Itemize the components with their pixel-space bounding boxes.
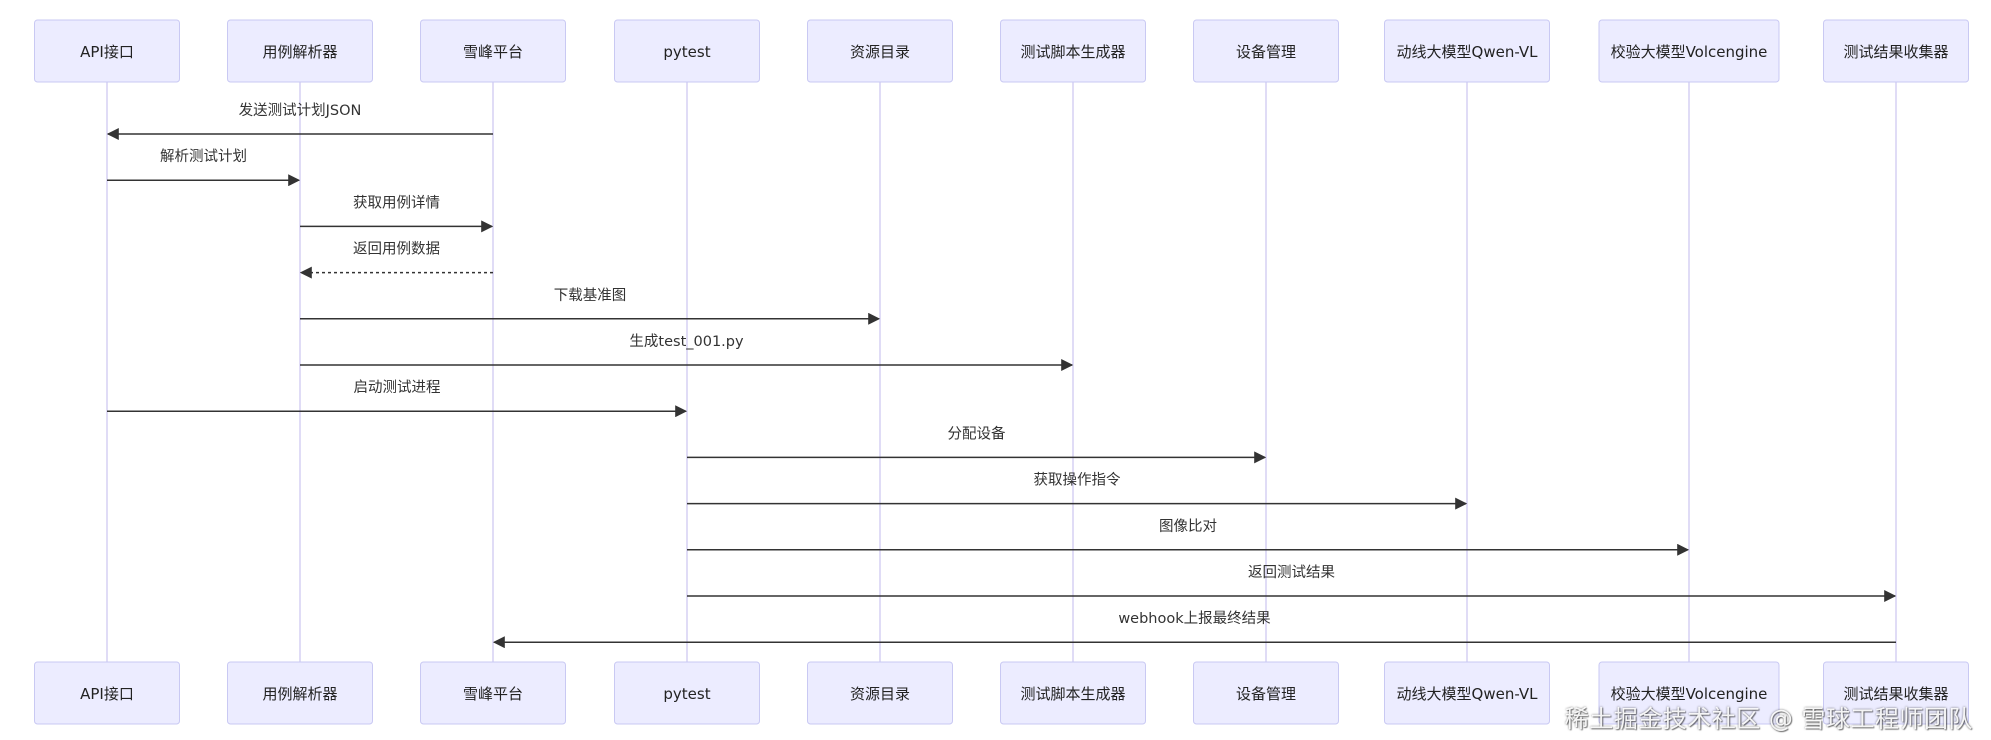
message-label: webhook上报最终结果 xyxy=(1118,610,1270,627)
message-label: 生成test_001.py xyxy=(629,333,744,350)
actor-box xyxy=(1384,661,1550,725)
actor-bottom-9: 测试结果收集器 xyxy=(1823,661,1969,725)
message-7: 分配设备 xyxy=(687,425,1267,464)
actor-box xyxy=(1823,661,1969,725)
actor-label: API接口 xyxy=(80,685,134,703)
actor-top-4: 资源目录 xyxy=(807,19,953,83)
actor-box xyxy=(227,19,373,83)
actor-label: pytest xyxy=(663,43,710,61)
actor-box xyxy=(1598,19,1780,83)
watermark: 稀土掘金技术社区 @ 雪球工程师团队 xyxy=(1564,705,1973,733)
actor-top-5: 测试脚本生成器 xyxy=(1000,19,1146,83)
actor-label: 校验大模型Volcengine xyxy=(1611,43,1768,61)
message-2: 获取用例详情 xyxy=(300,194,494,233)
actor-top-1: 用例解析器 xyxy=(227,19,373,83)
actor-label: 雪峰平台 xyxy=(463,43,523,61)
actor-bottom-2: 雪峰平台 xyxy=(420,661,566,725)
actor-label: 测试脚本生成器 xyxy=(1020,685,1125,703)
actor-bottom-6: 设备管理 xyxy=(1193,661,1339,725)
actor-label: 校验大模型Volcengine xyxy=(1611,685,1768,703)
actor-box xyxy=(420,19,566,83)
message-label: 启动测试进程 xyxy=(354,379,441,396)
message-label: 发送测试计划JSON xyxy=(239,102,362,119)
message-5: 生成test_001.py xyxy=(300,333,1074,371)
actor-box xyxy=(614,661,760,725)
message-label: 解析测试计划 xyxy=(160,148,247,165)
message-10: 返回测试结果 xyxy=(687,564,1897,602)
message-label: 下载基准图 xyxy=(554,287,627,304)
actor-box xyxy=(807,661,953,725)
actor-label: 用例解析器 xyxy=(262,685,337,703)
actor-bottom-4: 资源目录 xyxy=(807,661,953,725)
message-9: 图像比对 xyxy=(687,518,1690,556)
actor-top-3: pytest xyxy=(614,19,760,83)
actor-top-7: 动线大模型Qwen-VL xyxy=(1384,19,1550,83)
actor-label: 测试结果收集器 xyxy=(1843,685,1948,703)
message-3: 返回用例数据 xyxy=(299,241,493,279)
actor-box xyxy=(614,19,760,83)
actor-box xyxy=(1823,19,1969,83)
actor-bottom-0: API接口 xyxy=(34,661,180,725)
message-label: 图像比对 xyxy=(1159,518,1217,535)
actor-bottom-8: 校验大模型Volcengine xyxy=(1598,661,1780,725)
actor-label: 测试结果收集器 xyxy=(1843,43,1948,61)
actor-label: 动线大模型Qwen-VL xyxy=(1397,685,1539,703)
message-0: 发送测试计划JSON xyxy=(106,102,493,140)
message-label: 返回测试结果 xyxy=(1248,564,1335,581)
actor-top-0: API接口 xyxy=(34,19,180,83)
actor-label: 测试脚本生成器 xyxy=(1020,43,1125,61)
actor-top-9: 测试结果收集器 xyxy=(1823,19,1969,83)
actor-top-2: 雪峰平台 xyxy=(420,19,566,83)
actor-top-8: 校验大模型Volcengine xyxy=(1598,19,1780,83)
message-4: 下载基准图 xyxy=(300,287,881,325)
actor-box xyxy=(1000,661,1146,725)
actor-bottom-1: 用例解析器 xyxy=(227,661,373,725)
actor-label: 动线大模型Qwen-VL xyxy=(1397,43,1539,61)
actor-top-6: 设备管理 xyxy=(1193,19,1339,83)
actor-label: pytest xyxy=(663,685,710,703)
actor-box xyxy=(420,661,566,725)
actor-box xyxy=(1193,661,1339,725)
actor-label: 设备管理 xyxy=(1236,685,1296,703)
actor-box xyxy=(1384,19,1550,83)
actor-bottom-5: 测试脚本生成器 xyxy=(1000,661,1146,725)
message-6: 启动测试进程 xyxy=(107,379,688,418)
actor-box xyxy=(1193,19,1339,83)
message-11: webhook上报最终结果 xyxy=(492,610,1896,649)
actor-label: API接口 xyxy=(80,43,134,61)
actor-bottom-7: 动线大模型Qwen-VL xyxy=(1384,661,1550,725)
actor-box xyxy=(1000,19,1146,83)
message-label: 获取用例详情 xyxy=(353,194,440,211)
actor-box xyxy=(34,661,180,725)
actor-box xyxy=(807,19,953,83)
actor-bottom-3: pytest xyxy=(614,661,760,725)
actor-label: 设备管理 xyxy=(1236,43,1296,61)
actor-box xyxy=(1598,661,1780,725)
message-label: 分配设备 xyxy=(948,425,1006,442)
actor-label: 用例解析器 xyxy=(262,43,337,61)
message-label: 返回用例数据 xyxy=(353,241,440,258)
actor-label: 资源目录 xyxy=(850,43,910,61)
message-1: 解析测试计划 xyxy=(107,148,301,187)
actor-box xyxy=(34,19,180,83)
actor-label: 雪峰平台 xyxy=(463,685,523,703)
actor-box xyxy=(227,661,373,725)
actor-label: 资源目录 xyxy=(850,685,910,703)
message-8: 获取操作指令 xyxy=(687,472,1468,510)
message-label: 获取操作指令 xyxy=(1034,472,1121,489)
